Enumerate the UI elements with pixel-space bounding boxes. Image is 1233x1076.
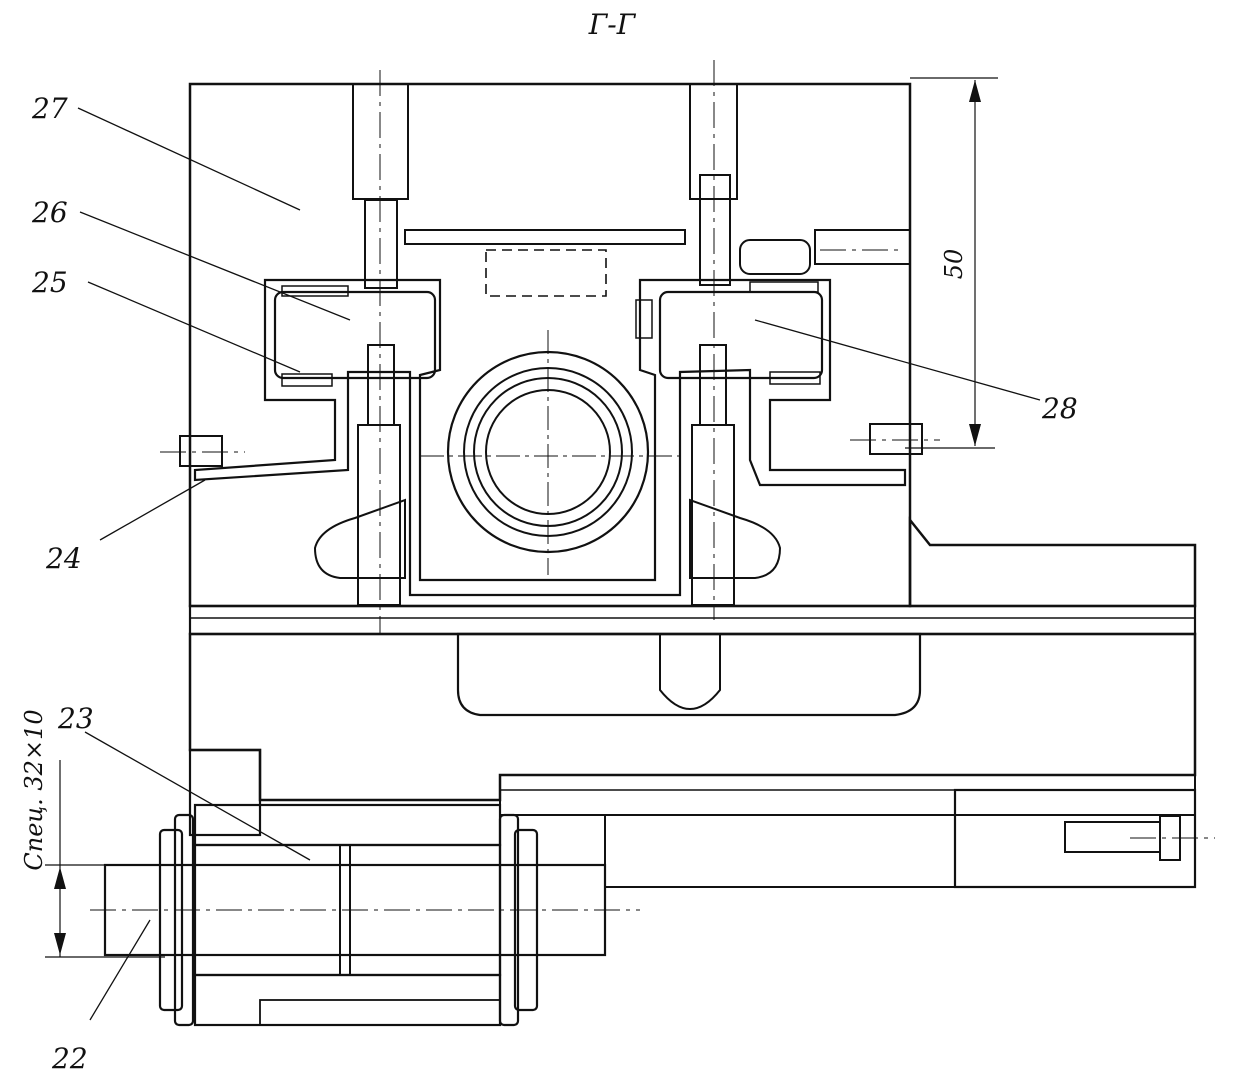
shaft-bearing (420, 330, 680, 575)
callout-26: 26 (31, 196, 68, 229)
callout-25: 25 (31, 266, 68, 299)
callouts: 27 26 25 24 28 23 22 (31, 92, 1078, 1075)
slideway (188, 604, 1197, 636)
callout-23: 23 (57, 702, 94, 735)
section-title: Г-Г (588, 8, 637, 41)
spec-dimension: Спец. 32×10 (20, 709, 165, 958)
leader-lines (77, 107, 1041, 1021)
dimension-label: 50 (940, 249, 968, 280)
bottom-cylinder (103, 748, 956, 1027)
spec-note: Спец. 32×10 (20, 709, 48, 870)
callout-27: 27 (31, 92, 68, 125)
upper-block (179, 82, 1197, 608)
centre-lines (90, 60, 1215, 911)
callout-22: 22 (51, 1042, 88, 1075)
callout-28: 28 (1041, 392, 1078, 425)
callout-24: 24 (45, 542, 82, 575)
dimension-50: 50 (905, 77, 998, 449)
